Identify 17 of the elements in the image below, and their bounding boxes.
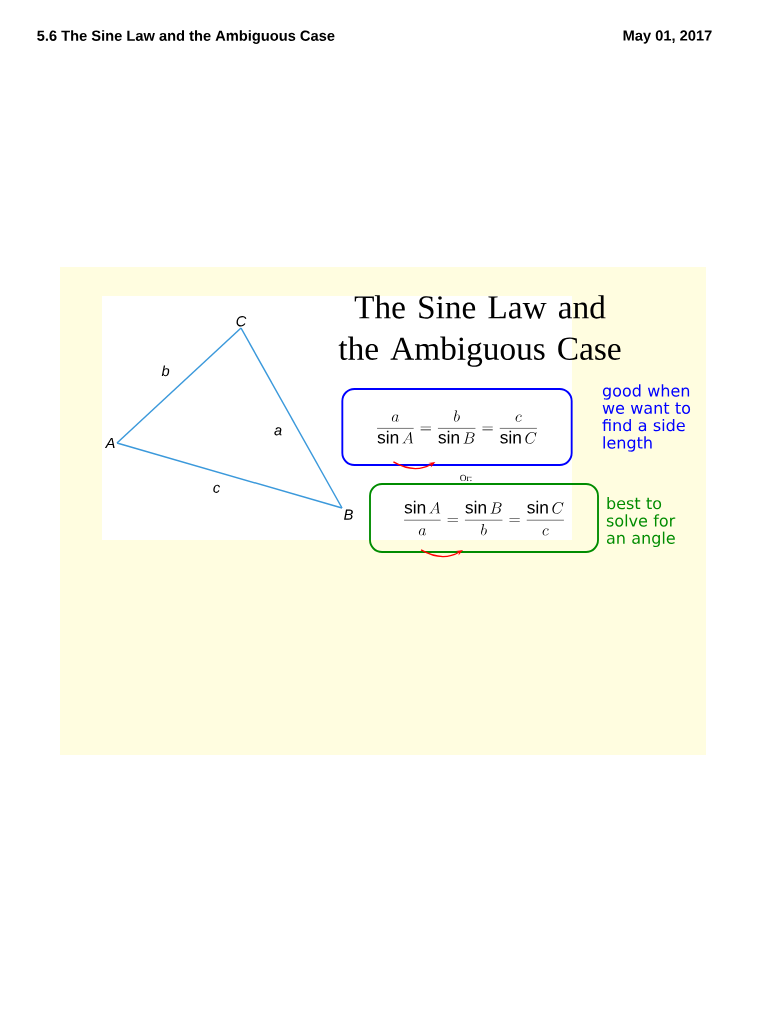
side-label: c xyxy=(211,483,222,495)
side-label: b xyxy=(160,364,171,378)
handwritten-note: best to solve for an angle xyxy=(606,496,676,548)
page-header: 5.6 The Sine Law and the Ambiguous Case xyxy=(37,30,335,44)
or-text: Or: xyxy=(460,474,472,482)
date: May 01, 2017 xyxy=(623,30,712,44)
vertex-label: B xyxy=(344,509,353,520)
triangle-side xyxy=(116,327,242,444)
vertex-label: C xyxy=(236,316,247,327)
handwritten-note: good when we want to find a side length xyxy=(602,384,691,452)
formula-box: $\frac{\sin A}{a}=\frac{\sin B}{b}=\frac{\sin C}{c}$ xyxy=(369,483,599,553)
side-label: a xyxy=(272,426,284,437)
triangle-side xyxy=(116,442,343,509)
slide-title: The Sine Law and the Ambiguous Case xyxy=(338,295,621,367)
vertex-label: A xyxy=(104,437,115,449)
triangle-side xyxy=(240,327,343,509)
formula-box: $\frac{a}{\sin A}=\frac{b}{\sin B}=\frac{c}{\sin C}$ xyxy=(341,388,573,466)
